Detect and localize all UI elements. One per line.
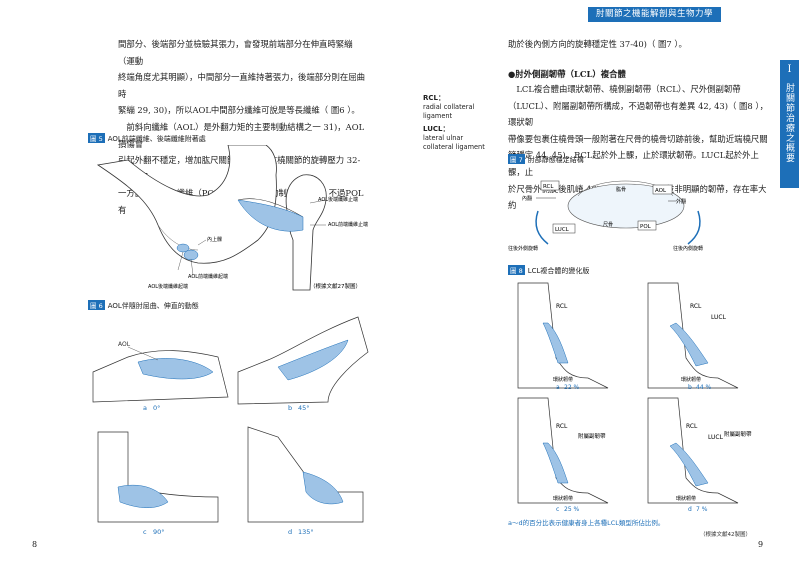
fig8-b-lucl: LUCL xyxy=(711,314,727,321)
fig7-post-lat: 往後外側旋轉 xyxy=(508,245,538,252)
fig6-panel-c: c 90° xyxy=(97,431,219,536)
fig6-title: AOL伴隨肘屈曲、伸直的動態 xyxy=(107,302,199,310)
fig6-c-angle: 90° xyxy=(153,528,165,536)
fig7-rcl: RCL xyxy=(543,184,554,190)
fig6-panel-d: d 135° xyxy=(247,426,364,536)
fig7-title: 肘部靜態穩定結構 xyxy=(527,156,584,164)
fig6-panel-b: b 45° xyxy=(237,316,369,412)
running-header: 肘關節之機能解剖與生物力學 xyxy=(587,7,721,22)
fig6-d-letter: d xyxy=(288,528,292,536)
fig7-lucl: LUCL xyxy=(555,227,570,233)
fig6-b-letter: b xyxy=(288,404,292,412)
fig6-a-letter: a xyxy=(143,404,147,412)
fig8-d-letter: d xyxy=(688,506,692,513)
fig8-credit: （根據文獻42製圖） xyxy=(700,532,751,538)
fig8-note: a～d的百分比表示健康者身上各種LCL類型所佔比例。 xyxy=(508,519,665,527)
note-rcl: RCL：radial collateral ligament xyxy=(423,94,495,121)
margin-notes: RCL：radial collateral ligament LUCL：late… xyxy=(423,94,495,152)
fig7-number: 圖 7 xyxy=(508,154,525,164)
fig6-aol-motion: AOL a 0° b 45° c 90° d 135° xyxy=(92,316,369,536)
chapter-tab-text: 肘關節治療之概要 xyxy=(784,83,794,163)
section-title: ●肘外側副韌帶（LCL）複合體 xyxy=(508,69,626,79)
fig7-post-med: 往後內側旋轉 xyxy=(673,245,703,252)
fig5-orig1-label: AOL前端纖維起端 xyxy=(188,273,228,280)
chapter-tab: I 肘關節治療之概要 xyxy=(780,60,799,188)
fig8-d-acc: 附屬副韌帶 xyxy=(724,430,752,438)
fig8-a-pct: 22 % xyxy=(564,384,580,391)
fig6-a-angle: 0° xyxy=(153,404,160,412)
fig5-title: AOL前端纖維、後端纖維附著處 xyxy=(107,135,206,143)
note-rcl-desc: radial collateral ligament xyxy=(423,103,475,120)
fig7-ulna: 尺骨 xyxy=(603,222,613,228)
note-rcl-term: RCL： xyxy=(423,94,445,102)
fig8-panel-c: RCL 附屬副韌帶 環狀韌帶 c 25 % xyxy=(517,397,609,513)
note-lucl: LUCL：lateral ulnar collateral ligament xyxy=(423,125,495,152)
fig8-b-letter: b xyxy=(688,384,692,391)
left-page-number: 8 xyxy=(32,540,38,549)
fig8-a-rcl: RCL xyxy=(556,303,568,310)
fig8-a-letter: a xyxy=(556,384,560,391)
fig6-panel-a: AOL a 0° xyxy=(92,341,229,412)
fig8-b-pct: 44 % xyxy=(696,384,712,391)
right-line-3: 帶像要包裹住橈骨頭一般附著在尺骨的橈骨切跡前後，幫助近端橈尺關 xyxy=(508,133,768,144)
fig8-c-letter: c xyxy=(556,506,559,513)
right-line-1: LCL複合體由環狀韌帶、橈側副韌帶（RCL）、尺外側副韌帶 xyxy=(508,84,741,94)
fig7-humerus: 肱骨 xyxy=(616,186,626,193)
fig6-aol-label: AOL xyxy=(118,341,131,348)
note-lucl-term: LUCL： xyxy=(423,125,450,133)
fig7-stability-diagram: RCL AOL LUCL POL 肱骨 尺骨 內翻 外翻 往後外側旋轉 往後內側… xyxy=(508,180,703,252)
chapter-number: I xyxy=(787,64,792,75)
fig5-ant-label: AOL後端纖維止端 xyxy=(318,196,358,203)
fig6-d-angle: 135° xyxy=(298,528,314,536)
fig5-medial-label: 內上髁 xyxy=(207,236,222,243)
fig8-number: 圖 8 xyxy=(508,265,525,275)
fig8-panel-d: RCL LUCL 附屬副韌帶 環狀韌帶 d 7 % xyxy=(647,397,752,513)
right-page-number: 9 xyxy=(758,540,764,549)
fig8-d-pct: 7 % xyxy=(696,506,708,513)
fig8-c-acc: 附屬副韌帶 xyxy=(578,432,606,440)
fig6-c-letter: c xyxy=(143,528,147,536)
fig5-credit: （根據文獻27製圖） xyxy=(310,282,361,290)
fig8-panel-a: RCL 環狀韌帶 a 22 % xyxy=(517,282,609,391)
fig8-lcl-variants: RCL 環狀韌帶 a 22 % RCL LUCL 環狀韌帶 b 44 % RCL… xyxy=(517,282,752,513)
fig8-title: LCL複合體的變化版 xyxy=(527,267,590,275)
left-line-2: 終端角度尤其明顯），中間部分一直維持著張力，後端部分則在屈曲時 xyxy=(118,72,366,99)
fig8-c-pct: 25 % xyxy=(564,506,580,513)
fig8-d-lucl: LUCL xyxy=(708,434,724,441)
fig7-valgus: 內翻 xyxy=(522,195,532,202)
fig8-b-rcl: RCL xyxy=(690,303,702,310)
fig6-b-angle: 45° xyxy=(298,404,310,412)
fig5-elbow-illustration: 內上髁 AOL前端纖維起端 AOL後端纖維起端 AOL後端纖維止端 AOL前端纖… xyxy=(96,145,368,291)
note-lucl-desc: lateral ulnar collateral ligament xyxy=(423,134,485,151)
fig7-varus: 外翻 xyxy=(676,198,686,205)
fig7-aol: AOL xyxy=(655,188,667,194)
left-line-1: 間部分、後端部分並檢驗其張力，會發現前端部分在伸直時緊繃（運動 xyxy=(118,39,353,66)
fig8-d-rcl: RCL xyxy=(686,423,698,430)
fig8-c-rcl: RCL xyxy=(556,423,568,430)
right-intro: 助於後內側方向的旋轉穩定性 37-40)（ 圖7 ）。 xyxy=(508,39,687,49)
left-line-3: 緊繃 29, 30)，所以AOL中間部分纖維可說是等長纖維（ 圖6 ）。 xyxy=(118,105,360,116)
fig5-orig2-label: AOL後端纖維起端 xyxy=(148,283,188,290)
right-line-2: （LUCL）、附屬副韌帶所構成，不過韌帶也有差異 42, 43)（ 圖8 ），環… xyxy=(508,100,768,128)
fig8-panel-b: RCL LUCL 環狀韌帶 b 44 % xyxy=(647,282,739,391)
left-line-4: 前斜向纖維（AOL）是外翻力矩的主要制動結構之一 31)，AOL損傷會 xyxy=(118,121,365,149)
fig8-b-ring: 環狀韌帶 xyxy=(681,376,701,383)
fig8-a-ring: 環狀韌帶 xyxy=(553,376,573,383)
right-line-4: 節穩定 44, 45)。RCL起於外上髁，止於環狀韌帶。LUCL起於外上髁，止 xyxy=(508,150,759,177)
fig8-d-ring: 環狀韌帶 xyxy=(676,495,696,502)
fig8-c-ring: 環狀韌帶 xyxy=(553,495,573,502)
fig5-number: 圖 5 xyxy=(88,133,105,143)
fig7-pol: POL xyxy=(640,224,652,230)
fig5-ant2-label: AOL前端纖維止端 xyxy=(328,221,368,228)
fig6-number: 圖 6 xyxy=(88,300,105,310)
